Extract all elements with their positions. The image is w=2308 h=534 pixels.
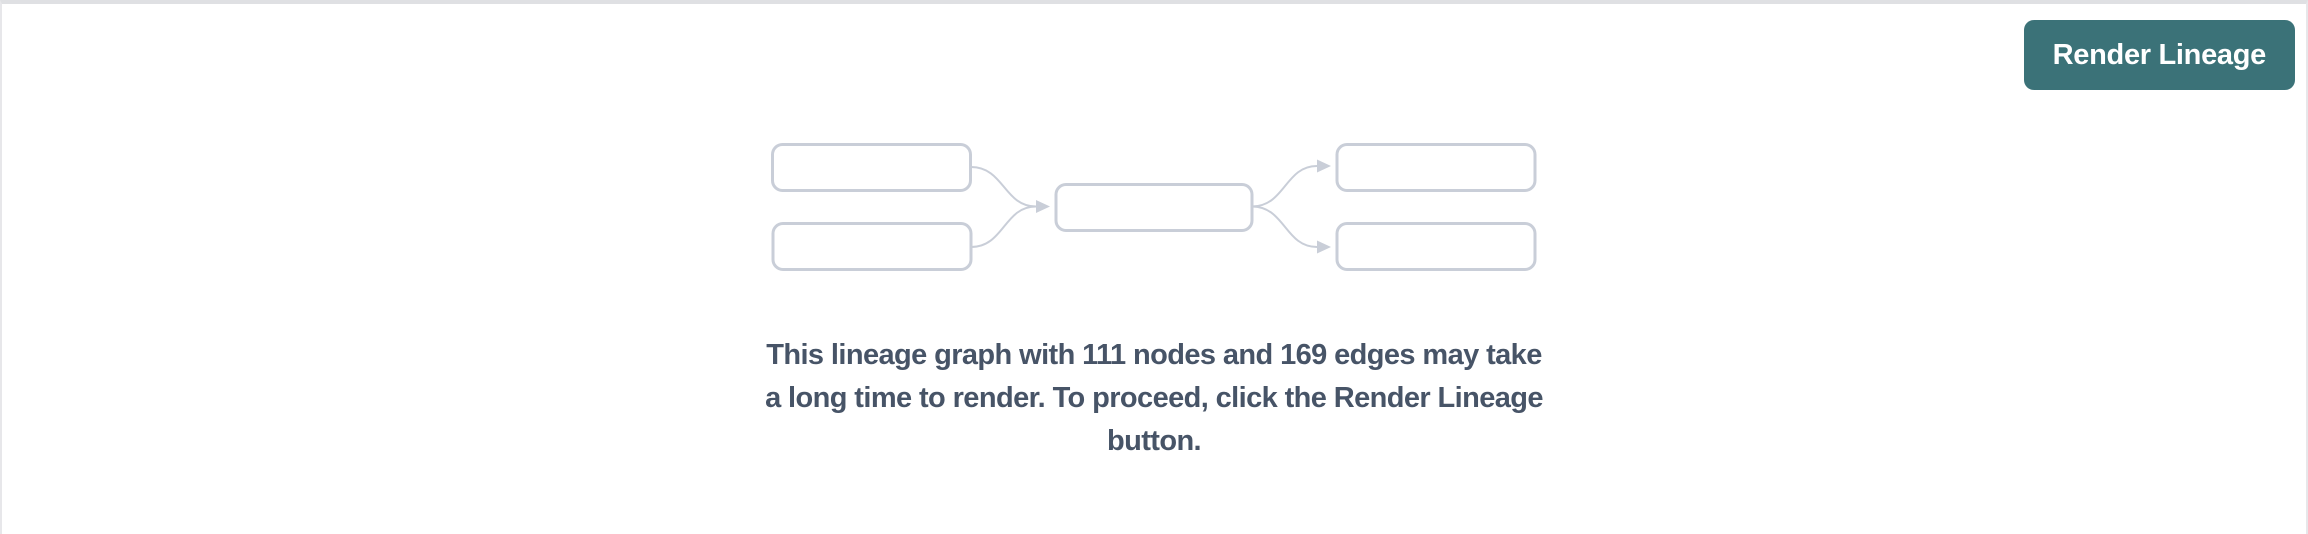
lineage-empty-state: This lineage graph with 111 nodes and 16…	[2, 136, 2306, 463]
placeholder-node-upstream-top	[771, 143, 972, 192]
render-lineage-button[interactable]: Render Lineage	[2023, 20, 2295, 90]
lineage-warning-message: This lineage graph with 111 nodes and 16…	[765, 334, 1543, 463]
placeholder-edge	[1251, 205, 1318, 248]
placeholder-edge	[970, 166, 1037, 208]
placeholder-node-downstream-top	[1335, 143, 1537, 192]
placeholder-node-center	[1054, 183, 1254, 232]
arrowhead-icon	[1317, 240, 1331, 254]
placeholder-edge	[1251, 165, 1318, 208]
placeholder-node-upstream-bottom	[771, 222, 973, 271]
lineage-warning-line: This lineage graph with 111 nodes and 16…	[766, 339, 1542, 371]
arrowhead-icon	[1036, 200, 1050, 213]
placeholder-edge	[970, 205, 1037, 248]
lineage-warning-line: a long time to render. To proceed, click…	[765, 382, 1543, 414]
lineage-placeholder-graphic	[771, 143, 1537, 271]
placeholder-node-downstream-bottom	[1335, 222, 1537, 271]
arrowhead-icon	[1317, 159, 1331, 173]
lineage-warning-line: button.	[1106, 425, 1202, 457]
